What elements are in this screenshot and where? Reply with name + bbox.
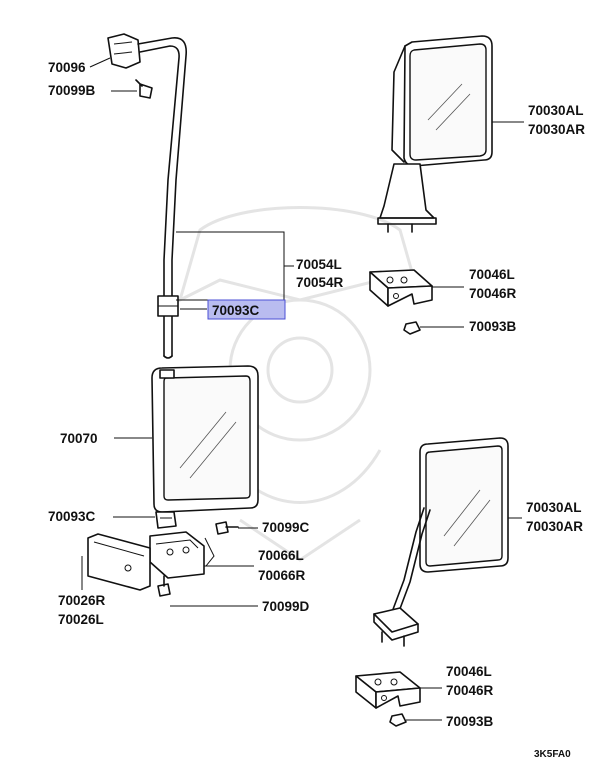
mirror-assembly-70030A-top[interactable] bbox=[377, 35, 493, 233]
mirror-arm-70054[interactable] bbox=[107, 33, 188, 359]
label-70099C[interactable]: 70099C bbox=[262, 520, 310, 535]
label-70046L-top[interactable]: 70046L bbox=[469, 267, 515, 282]
label-70030AR-bottom[interactable]: 70030AR bbox=[526, 519, 583, 534]
label-70070[interactable]: 70070 bbox=[60, 431, 98, 446]
label-70046R-top[interactable]: 70046R bbox=[469, 286, 517, 301]
label-70099D[interactable]: 70099D bbox=[262, 599, 310, 614]
bracket-70046-bottom[interactable] bbox=[355, 671, 421, 709]
label-70026L[interactable]: 70026L bbox=[58, 612, 104, 627]
nut-70093B-bottom[interactable] bbox=[389, 713, 407, 727]
label-70066R[interactable]: 70066R bbox=[258, 568, 306, 583]
label-70026R[interactable]: 70026R bbox=[58, 593, 106, 608]
label-70054L[interactable]: 70054L bbox=[296, 257, 342, 272]
label-70093B-top[interactable]: 70093B bbox=[469, 319, 517, 334]
bracket-70066[interactable] bbox=[149, 531, 205, 579]
label-70030AR-top[interactable]: 70030AR bbox=[528, 122, 585, 137]
label-70099B[interactable]: 70099B bbox=[48, 83, 96, 98]
label-70093B-bottom[interactable]: 70093B bbox=[446, 714, 494, 729]
label-70093C-highlighted[interactable]: 70093C bbox=[212, 303, 260, 318]
label-70066L[interactable]: 70066L bbox=[258, 548, 304, 563]
nut-70093B-top[interactable] bbox=[403, 321, 421, 335]
label-70030AL-bottom[interactable]: 70030AL bbox=[526, 500, 582, 515]
mirror-assembly-70030A-bottom[interactable] bbox=[373, 437, 509, 647]
label-70046R-bottom[interactable]: 70046R bbox=[446, 683, 494, 698]
label-70054R[interactable]: 70054R bbox=[296, 275, 344, 290]
diagram-code: 3K5FA0 bbox=[534, 749, 571, 760]
label-70030AL-top[interactable]: 70030AL bbox=[528, 103, 584, 118]
screw-70099C[interactable] bbox=[215, 521, 239, 535]
bracket-70046-top[interactable] bbox=[369, 269, 433, 307]
label-70093C-lower[interactable]: 70093C bbox=[48, 509, 96, 524]
label-70096[interactable]: 70096 bbox=[48, 60, 86, 75]
screw-70099D[interactable] bbox=[157, 575, 171, 597]
plate-70026[interactable] bbox=[87, 533, 151, 591]
clip-70093C-lower[interactable] bbox=[155, 511, 177, 529]
highlight-box-70093C bbox=[207, 299, 286, 320]
label-70046L-bottom[interactable]: 70046L bbox=[446, 664, 492, 679]
screw-70099B[interactable] bbox=[135, 79, 153, 99]
mirror-head-70070[interactable] bbox=[151, 365, 259, 513]
